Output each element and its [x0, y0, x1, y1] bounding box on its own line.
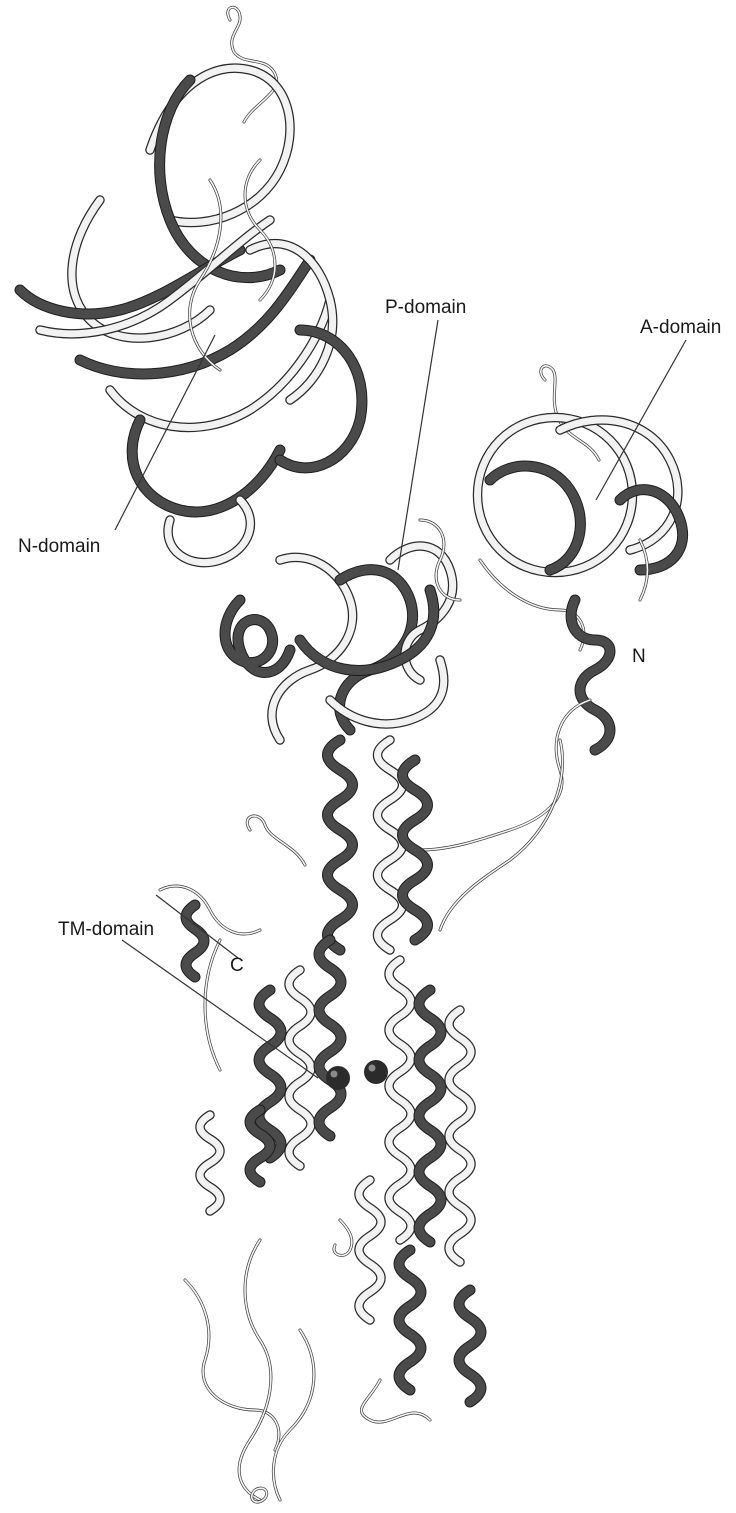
p-domain-label: P-domain	[385, 297, 466, 318]
ion-binding-sites	[326, 1060, 388, 1090]
c-terminus-label: C	[230, 955, 244, 976]
tm-domain-structure	[160, 740, 481, 1502]
n-terminus-label: N	[632, 646, 646, 667]
ion-sphere	[364, 1060, 388, 1084]
p-domain-leader	[398, 320, 438, 570]
n-domain-structure	[20, 7, 362, 562]
ion-sphere	[326, 1066, 350, 1090]
p-domain-structure	[225, 520, 460, 740]
a-domain-label: A-domain	[640, 317, 721, 338]
n-domain-label: N-domain	[18, 536, 100, 557]
tm-domain-leader	[122, 940, 318, 1078]
tm-domain-label: TM-domain	[58, 919, 154, 940]
